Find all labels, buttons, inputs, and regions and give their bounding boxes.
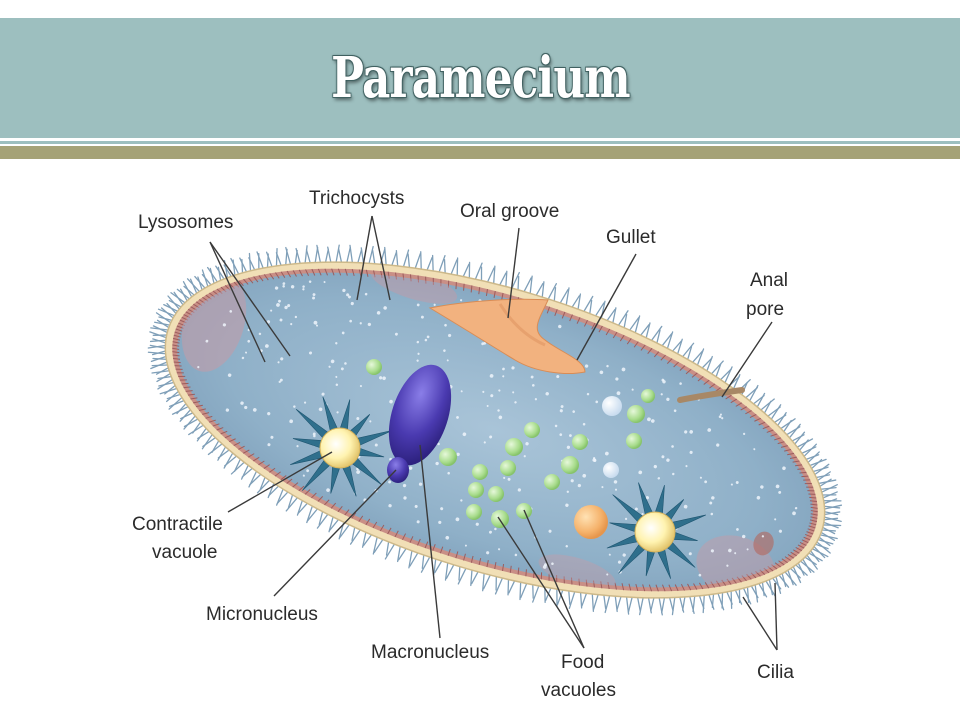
label-contractile-line1: Contractile (132, 514, 223, 535)
trichocysts (172, 268, 818, 592)
radial-canals-right (606, 482, 706, 579)
slide-title: Paramecium (330, 45, 630, 111)
label-gullet: Gullet (606, 227, 656, 248)
cytoplasm (177, 272, 813, 588)
label-cilia: Cilia (757, 662, 794, 683)
vacuole-white-1 (602, 396, 622, 416)
label-lysosomes: Lysosomes (138, 212, 233, 233)
title-divider-thin (0, 141, 960, 144)
label-anal-pore-line2: pore (746, 299, 784, 320)
label-macronucleus: Macronucleus (371, 642, 489, 663)
macronucleus (388, 364, 452, 466)
cilia (147, 244, 843, 616)
label-trichocysts: Trichocysts (309, 188, 404, 209)
oral-groove (428, 298, 586, 374)
label-oral-groove: Oral groove (460, 201, 559, 222)
micronucleus (387, 457, 409, 483)
anal-pore (677, 387, 745, 403)
label-food-line2: vacuoles (541, 680, 616, 701)
title-divider (0, 146, 960, 159)
leader-lines (209, 215, 778, 651)
label-food-line1: Food (561, 652, 604, 673)
contractile-vacuole-core-left (319, 427, 361, 469)
contractile-vacuole-left (290, 396, 393, 497)
cell-body (147, 244, 843, 616)
gullet (498, 303, 546, 347)
contractile-vacuole-core-right (634, 511, 676, 553)
vacuole-white-2 (603, 462, 619, 478)
label-micronucleus: Micronucleus (206, 604, 318, 625)
label-anal-pore-line1: Anal (750, 270, 788, 291)
title-band: Paramecium (0, 18, 960, 138)
label-contractile-line2: vacuole (152, 542, 218, 563)
orange-vacuole (574, 505, 608, 539)
contractile-vacuole-right (606, 482, 706, 579)
food-vacuoles (366, 359, 655, 528)
